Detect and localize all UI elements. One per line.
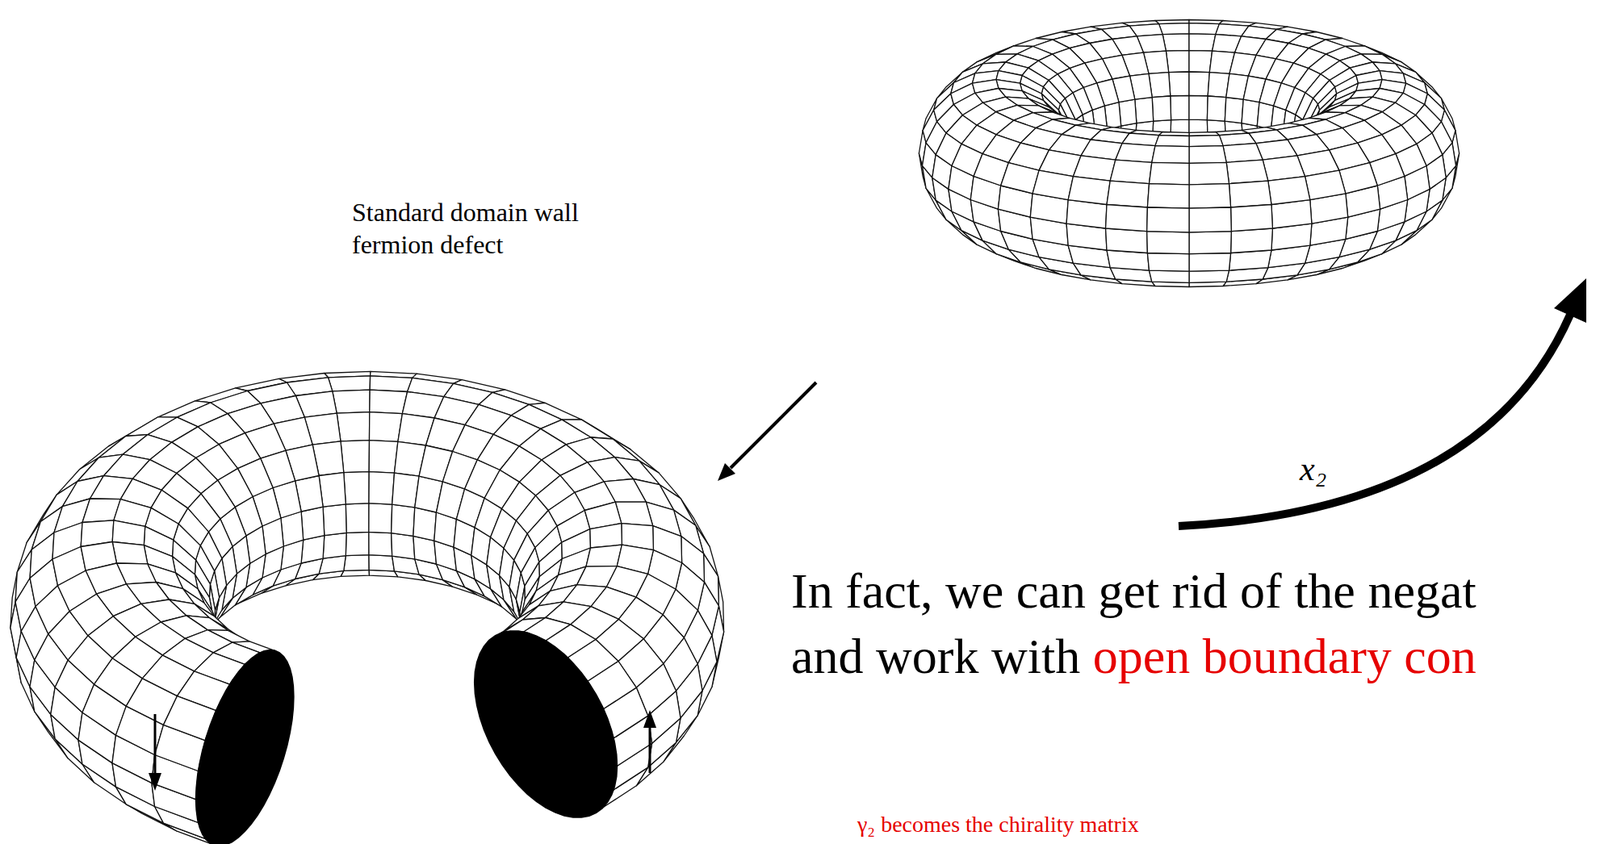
cut-face bbox=[196, 650, 294, 844]
torus-face bbox=[1206, 96, 1226, 122]
cut-face bbox=[474, 631, 618, 818]
torus-face bbox=[340, 440, 370, 474]
torus-face bbox=[345, 503, 369, 534]
chirality-arrow bbox=[649, 726, 652, 774]
torus-face bbox=[332, 389, 370, 414]
note-text: γ₂ becomes the chirality matrix bbox=[857, 810, 1140, 839]
highlight-text: open boundary con bbox=[1093, 625, 1477, 689]
arrow-head bbox=[717, 463, 736, 482]
torus-face bbox=[1224, 97, 1244, 124]
torus-face bbox=[369, 376, 413, 393]
torus-face bbox=[1147, 184, 1190, 210]
torus-face bbox=[1068, 176, 1110, 206]
torus-face bbox=[368, 440, 398, 474]
torus-face bbox=[590, 523, 623, 549]
torus-face bbox=[1147, 253, 1190, 273]
torus-face bbox=[343, 472, 369, 505]
torus-face bbox=[322, 504, 347, 537]
torus-face bbox=[1231, 205, 1274, 232]
torus-face bbox=[1229, 250, 1273, 271]
arrow-head bbox=[148, 773, 162, 792]
torus-face bbox=[345, 531, 369, 556]
axis-label: x₂ bbox=[1299, 448, 1327, 491]
torus-face bbox=[1162, 33, 1190, 51]
torus-face bbox=[343, 555, 369, 572]
torus-face bbox=[1339, 163, 1378, 194]
torus-face bbox=[1118, 99, 1137, 126]
torus-face bbox=[1189, 146, 1227, 164]
torus-face bbox=[368, 531, 393, 557]
torus-face bbox=[1106, 180, 1150, 208]
torus-face bbox=[1305, 170, 1346, 201]
torus-face bbox=[1231, 228, 1274, 254]
torus-face bbox=[1189, 96, 1208, 121]
torus-face bbox=[1223, 143, 1263, 164]
torus-face bbox=[368, 472, 395, 506]
torus-face bbox=[586, 544, 622, 567]
torus-face bbox=[1229, 180, 1273, 208]
torus-face bbox=[1189, 207, 1232, 233]
torus-face bbox=[301, 506, 325, 541]
torus-face bbox=[391, 504, 415, 537]
torus-face bbox=[1149, 162, 1190, 185]
torus-face bbox=[368, 555, 395, 572]
torus-face bbox=[1189, 135, 1224, 147]
torus-face bbox=[1170, 96, 1190, 121]
torus-face bbox=[1189, 50, 1213, 73]
torus-wireframe bbox=[918, 20, 1459, 288]
torus-face bbox=[336, 412, 370, 442]
torus-face bbox=[1151, 146, 1190, 164]
torus-face bbox=[1147, 231, 1190, 255]
torus-face bbox=[1189, 162, 1230, 185]
torus-face bbox=[1135, 97, 1154, 124]
torus-face bbox=[112, 542, 148, 565]
torus-face bbox=[318, 473, 346, 508]
pointer-arrow bbox=[730, 382, 817, 469]
torus-face bbox=[1189, 270, 1230, 283]
body-text: In fact, we can get rid of the negat bbox=[791, 560, 1477, 624]
body-text: and work with bbox=[791, 625, 1081, 689]
torus-face bbox=[1151, 96, 1171, 122]
torus-face bbox=[1001, 163, 1039, 194]
torus-face bbox=[1189, 71, 1210, 97]
torus-face bbox=[1115, 143, 1156, 164]
torus-face bbox=[328, 376, 371, 392]
torus-face bbox=[369, 412, 403, 443]
torus-face bbox=[1268, 176, 1311, 206]
torus-face bbox=[1149, 270, 1190, 283]
torus-face bbox=[1106, 250, 1150, 271]
cut-torus-wireframe bbox=[10, 371, 725, 844]
torus-face bbox=[391, 533, 415, 560]
arrow-head bbox=[1553, 278, 1587, 323]
arrow-head bbox=[643, 710, 657, 729]
torus-face bbox=[368, 503, 393, 534]
torus-face bbox=[1165, 50, 1190, 73]
direction-arc bbox=[1178, 314, 1571, 527]
torus-face bbox=[369, 389, 408, 414]
torus-face bbox=[1105, 205, 1148, 232]
torus-face bbox=[1032, 170, 1073, 201]
torus-face bbox=[1105, 228, 1148, 254]
torus-face bbox=[1189, 231, 1232, 255]
torus-face bbox=[1189, 184, 1232, 210]
torus-face bbox=[322, 532, 347, 559]
torus-face bbox=[413, 507, 437, 541]
torus-face bbox=[1241, 99, 1260, 126]
torus-face bbox=[1159, 23, 1190, 35]
torus-face bbox=[1168, 71, 1190, 97]
chirality-arrow bbox=[154, 714, 157, 775]
torus-face bbox=[112, 520, 146, 546]
torus-face bbox=[1189, 253, 1232, 273]
defect-label: Standard domain wall fermion defect bbox=[351, 196, 643, 261]
torus-face bbox=[1155, 135, 1190, 147]
torus-face bbox=[1147, 207, 1190, 233]
torus-face bbox=[1226, 159, 1269, 185]
torus-face bbox=[1189, 23, 1219, 35]
torus-face bbox=[1189, 33, 1216, 51]
torus-face bbox=[1109, 159, 1152, 185]
